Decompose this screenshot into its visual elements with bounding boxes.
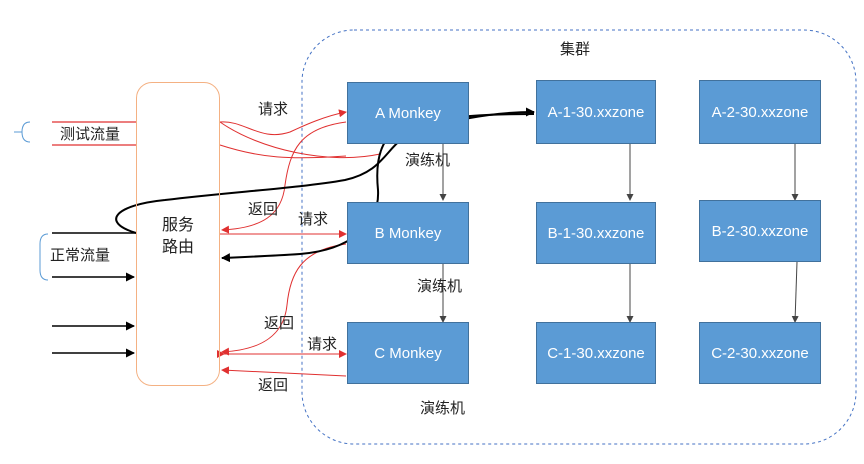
- zone-c1-node: C-1-30.xxzone: [536, 322, 656, 384]
- zone-c2-node: C-2-30.xxzone: [699, 322, 821, 384]
- zone-b1-node: B-1-30.xxzone: [536, 202, 656, 264]
- c-monkey-node: C Monkey: [347, 322, 469, 384]
- return-a-arrow: [221, 121, 347, 234]
- request-a-label: 请求: [258, 100, 289, 118]
- a-monkey-node: A Monkey: [347, 82, 469, 144]
- normal-traffic-label: 正常流量: [50, 246, 111, 264]
- router-label-line1: 服务: [161, 215, 194, 234]
- zone-b2-node: B-2-30.xxzone: [699, 200, 821, 262]
- test-traffic-label: 测试流量: [60, 125, 121, 143]
- b-monkey-node: B Monkey: [347, 202, 469, 264]
- b2-to-c2-connector: [791, 261, 799, 323]
- drill-machine-c-label: 演练机: [420, 399, 466, 417]
- cluster-label: 集群: [560, 40, 591, 58]
- return-b-label: 返回: [264, 314, 295, 332]
- return-c-arrow: [221, 366, 347, 377]
- drill-machine-b-label: 演练机: [417, 277, 463, 295]
- router-label-line2: 路由: [161, 237, 194, 256]
- zone-a2-node: A-2-30.xxzone: [699, 80, 821, 144]
- test-flow-crossing-curve: [219, 144, 347, 159]
- normal-traffic-bracket: [39, 233, 49, 281]
- test-traffic-to-a-curve: [219, 121, 381, 159]
- service-router: [136, 82, 220, 386]
- cluster-boundary: [301, 29, 857, 445]
- return-c-label: 返回: [258, 376, 289, 394]
- drill-machine-a-label: 演练机: [405, 151, 451, 169]
- service-router-label: 服务 路由: [136, 214, 220, 258]
- return-b-arrow: [221, 243, 347, 356]
- test-traffic-bracket: [14, 121, 31, 143]
- request-c-label: 请求: [307, 335, 338, 353]
- request-b-label: 请求: [298, 210, 329, 228]
- return-a-label: 返回: [248, 200, 279, 218]
- zone-a1-node: A-1-30.xxzone: [536, 80, 656, 144]
- request-a-arrow: [219, 109, 347, 136]
